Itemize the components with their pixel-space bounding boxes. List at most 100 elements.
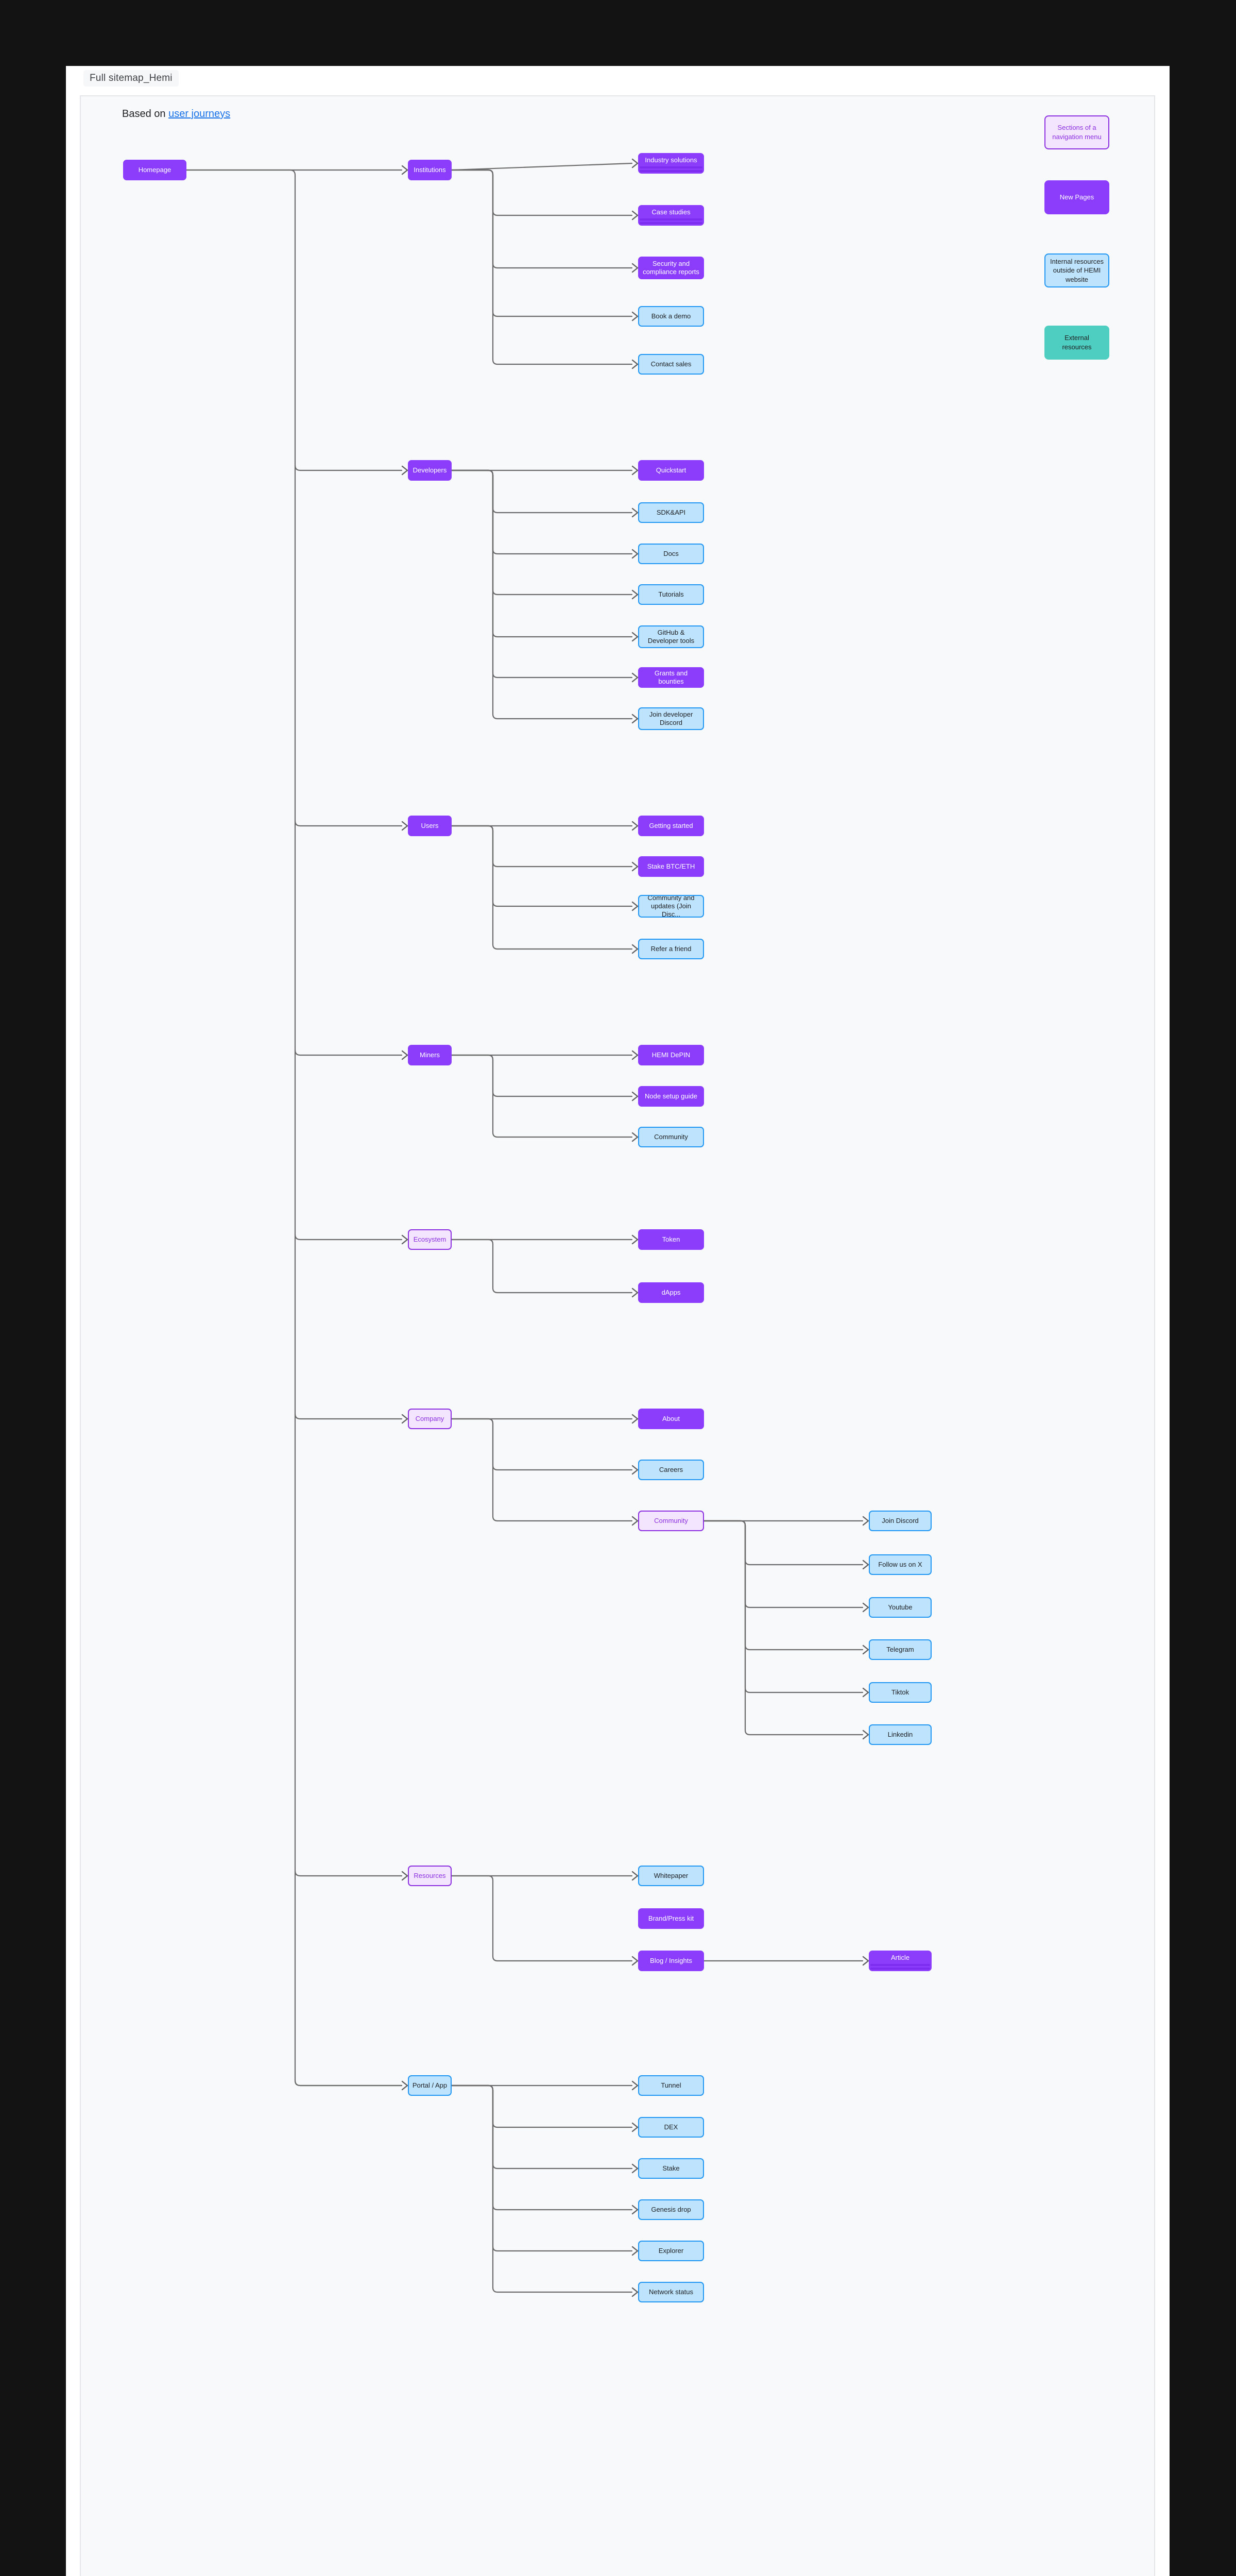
node-label: Refer a friend: [650, 944, 692, 953]
node-community-and-updates-join-disc[interactable]: Community and updates (Join Disc...: [638, 895, 704, 918]
node-join-discord[interactable]: Join Discord: [869, 1511, 932, 1531]
node-security-and-compliance-reports[interactable]: Security and compliance reports: [638, 257, 704, 279]
node-label: Brand/Press kit: [648, 1914, 694, 1922]
node-label: Youtube: [888, 1603, 913, 1611]
node-network-status[interactable]: Network status: [638, 2282, 704, 2302]
node-community[interactable]: Community: [638, 1511, 704, 1531]
node-label: Users: [421, 821, 439, 829]
node-label: Industry solutions: [645, 156, 697, 164]
node-label: Network status: [649, 2287, 693, 2296]
node-tutorials[interactable]: Tutorials: [638, 584, 704, 605]
node-label: SDK&API: [656, 508, 686, 516]
node-dapps[interactable]: dApps: [638, 1282, 704, 1303]
node-tunnel[interactable]: Tunnel: [638, 2075, 704, 2096]
node-label: Getting started: [649, 821, 693, 829]
node-join-developer-discord[interactable]: Join developer Discord: [638, 707, 704, 730]
node-case-studies[interactable]: Case studies: [638, 205, 704, 226]
node-quickstart[interactable]: Quickstart: [638, 460, 704, 481]
legend-item-nav: Sections of a navigation menu: [1044, 115, 1109, 149]
node-linkedin[interactable]: Linkedin: [869, 1724, 932, 1745]
node-label: Quickstart: [656, 466, 686, 474]
node-developers[interactable]: Developers: [408, 460, 452, 481]
node-brand-press-kit[interactable]: Brand/Press kit: [638, 1908, 704, 1929]
node-label: Careers: [659, 1465, 683, 1473]
node-token[interactable]: Token: [638, 1229, 704, 1250]
node-ecosystem[interactable]: Ecosystem: [408, 1229, 452, 1250]
node-article[interactable]: Article: [869, 1951, 932, 1971]
node-users[interactable]: Users: [408, 816, 452, 836]
node-follow-us-on-x[interactable]: Follow us on X: [869, 1554, 932, 1575]
legend-item-ext: External resources: [1044, 326, 1109, 360]
legend-item-label: Sections of a navigation menu: [1052, 124, 1102, 141]
node-node-setup-guide[interactable]: Node setup guide: [638, 1086, 704, 1107]
node-youtube[interactable]: Youtube: [869, 1597, 932, 1618]
node-blog-insights[interactable]: Blog / Insights: [638, 1951, 704, 1971]
node-label: Portal / App: [412, 2081, 448, 2089]
node-label: Ecosystem: [413, 1235, 447, 1243]
node-hemi-depin[interactable]: HEMI DePIN: [638, 1045, 704, 1065]
node-label: Tunnel: [661, 2081, 681, 2089]
node-label: Tutorials: [658, 590, 684, 598]
node-explorer[interactable]: Explorer: [638, 2241, 704, 2261]
node-label: Join developer Discord: [649, 710, 693, 726]
node-label: dApps: [661, 1288, 681, 1296]
node-label: Stake: [662, 2164, 680, 2172]
node-genesis-drop[interactable]: Genesis drop: [638, 2199, 704, 2220]
node-label: Institutions: [414, 165, 446, 174]
node-about[interactable]: About: [638, 1409, 704, 1429]
node-sdk-api[interactable]: SDK&API: [638, 502, 704, 523]
connector-layer: [185, 158, 869, 2297]
node-whitepaper[interactable]: Whitepaper: [638, 1866, 704, 1886]
node-docs[interactable]: Docs: [638, 544, 704, 564]
node-label: Docs: [663, 549, 679, 557]
node-portal-app[interactable]: Portal / App: [408, 2075, 452, 2096]
node-label: Miners: [419, 1050, 440, 1059]
node-label: Explorer: [658, 2246, 684, 2255]
node-institutions[interactable]: Institutions: [408, 160, 452, 180]
node-label: Community: [654, 1516, 688, 1524]
node-label: Tiktok: [891, 1688, 909, 1696]
node-telegram[interactable]: Telegram: [869, 1639, 932, 1660]
node-label: Security and compliance reports: [643, 259, 699, 276]
node-book-a-demo[interactable]: Book a demo: [638, 306, 704, 327]
node-label: Linkedin: [887, 1730, 913, 1738]
node-label: Resources: [414, 1871, 446, 1879]
node-grants-and-bounties[interactable]: Grants and bounties: [638, 667, 704, 688]
node-label: Grants and bounties: [654, 669, 688, 685]
node-careers[interactable]: Careers: [638, 1460, 704, 1480]
node-tiktok[interactable]: Tiktok: [869, 1682, 932, 1703]
node-label: Join Discord: [882, 1516, 919, 1524]
node-stake-btc-eth[interactable]: Stake BTC/ETH: [638, 856, 704, 877]
node-label: Node setup guide: [645, 1092, 697, 1100]
node-homepage[interactable]: Homepage: [123, 160, 186, 180]
node-label: About: [662, 1414, 680, 1422]
legend-item-int: Internal resources outside of HEMI websi…: [1044, 253, 1109, 287]
node-label: Token: [662, 1235, 680, 1243]
node-dex[interactable]: DEX: [638, 2117, 704, 2138]
node-label: DEX: [664, 2123, 678, 2131]
node-label: Genesis drop: [651, 2205, 691, 2213]
user-journeys-link[interactable]: user journeys: [168, 108, 231, 120]
legend-item-label: New Pages: [1059, 193, 1094, 201]
node-company[interactable]: Company: [408, 1409, 452, 1429]
node-label: Article: [890, 1953, 910, 1961]
node-community[interactable]: Community: [638, 1127, 704, 1147]
document-title: Full sitemap_Hemi: [83, 70, 179, 87]
node-label: Community and updates (Join Disc...: [647, 895, 695, 918]
node-refer-a-friend[interactable]: Refer a friend: [638, 939, 704, 959]
node-miners[interactable]: Miners: [408, 1045, 452, 1065]
node-resources[interactable]: Resources: [408, 1866, 452, 1886]
node-label: Whitepaper: [654, 1871, 689, 1879]
node-contact-sales[interactable]: Contact sales: [638, 354, 704, 375]
node-label: Blog / Insights: [650, 1956, 692, 1964]
node-label: Case studies: [651, 208, 691, 216]
node-getting-started[interactable]: Getting started: [638, 816, 704, 836]
node-label: Developers: [413, 466, 447, 474]
legend-item-label: Internal resources outside of HEMI websi…: [1050, 257, 1104, 283]
node-industry-solutions[interactable]: Industry solutions: [638, 153, 704, 174]
node-stake[interactable]: Stake: [638, 2158, 704, 2179]
node-label: Book a demo: [651, 312, 691, 320]
node-github-developer-tools[interactable]: GitHub & Developer tools: [638, 625, 704, 648]
